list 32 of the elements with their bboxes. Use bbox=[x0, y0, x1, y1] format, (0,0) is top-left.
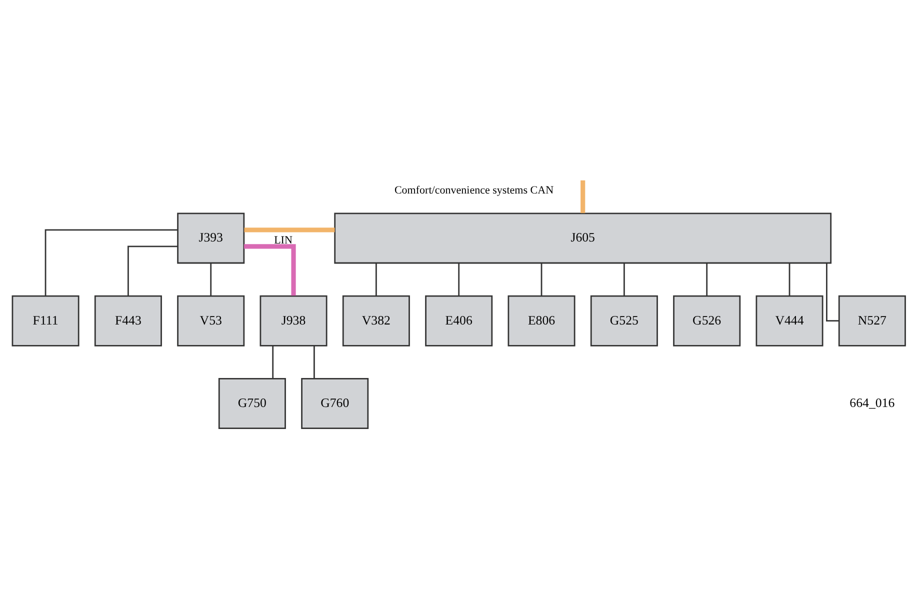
connector bbox=[272, 346, 274, 378]
node-box: V53 bbox=[177, 295, 245, 346]
node-box: E406 bbox=[425, 295, 493, 346]
connector bbox=[128, 246, 178, 296]
node-box: J938 bbox=[260, 295, 328, 346]
connector bbox=[44, 229, 178, 296]
node-box: V444 bbox=[756, 295, 824, 346]
node-box: F443 bbox=[94, 295, 162, 346]
node-box: J605 bbox=[334, 212, 832, 264]
connector bbox=[458, 263, 460, 296]
node-box: G526 bbox=[673, 295, 741, 346]
node-box: N527 bbox=[838, 295, 906, 346]
connector bbox=[314, 346, 315, 378]
connector bbox=[580, 180, 586, 214]
connector bbox=[244, 244, 296, 296]
node-box: G525 bbox=[590, 295, 658, 346]
label: 664_016 bbox=[850, 396, 895, 410]
node-box: V382 bbox=[342, 295, 410, 346]
node-box: F111 bbox=[12, 295, 80, 346]
connector bbox=[706, 263, 708, 296]
edge-label: Comfort/convenience systems CAN bbox=[394, 184, 554, 197]
connector bbox=[376, 263, 377, 296]
node-box: E806 bbox=[508, 295, 576, 346]
connector bbox=[244, 228, 335, 232]
node-box: G750 bbox=[218, 378, 286, 430]
connector bbox=[210, 263, 212, 296]
connector bbox=[623, 263, 625, 296]
node-box: J393 bbox=[177, 212, 245, 264]
edge-label: LIN bbox=[274, 234, 292, 246]
node-box: G760 bbox=[301, 378, 369, 430]
connector bbox=[540, 263, 542, 296]
connector bbox=[788, 263, 790, 296]
